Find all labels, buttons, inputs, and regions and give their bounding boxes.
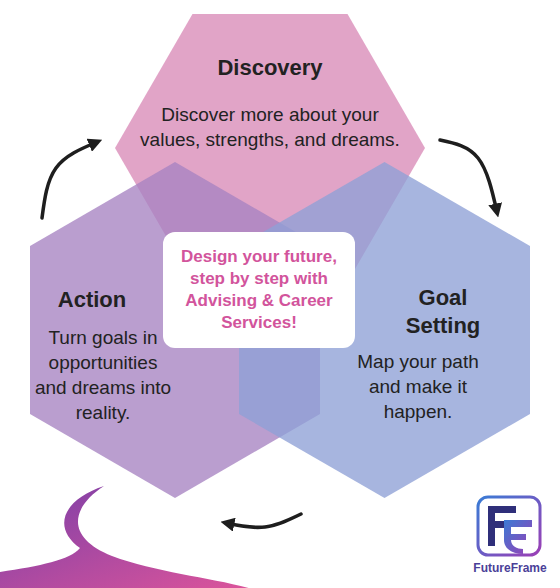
hexagon-fill	[30, 162, 320, 498]
center-callout: Design your future, step by step with Ad…	[163, 232, 355, 348]
text-slot: Goal Setting	[393, 284, 493, 340]
swoosh-ribbon	[0, 486, 262, 588]
stage-description: Turn goals in opportunities and dreams i…	[32, 325, 174, 425]
stage-description: Discover more about your values, strengt…	[140, 102, 400, 152]
cycle-arrow	[42, 142, 97, 218]
stage-title: Goal Setting	[393, 284, 493, 340]
callout-text: Design your future, step by step with Ad…	[170, 246, 348, 334]
brand-name: FutureFrame	[466, 561, 554, 575]
stage-title: Discovery	[115, 54, 425, 82]
stage-description: Map your path and make it happen.	[342, 349, 494, 424]
text-slot: Discovery	[115, 54, 425, 82]
stage-title: Action	[30, 286, 154, 314]
futureframe-logo	[478, 497, 540, 555]
logo-glyph	[504, 520, 532, 554]
text-slot: Turn goals in opportunities and dreams i…	[32, 325, 174, 425]
text-slot: Action	[30, 286, 154, 314]
cycle-arrow	[226, 514, 301, 527]
hexagon-fill	[239, 162, 530, 498]
text-slot: Map your path and make it happen.	[342, 349, 494, 424]
text-slot: Discover more about your values, strengt…	[140, 102, 400, 152]
logo-frame	[478, 497, 540, 555]
